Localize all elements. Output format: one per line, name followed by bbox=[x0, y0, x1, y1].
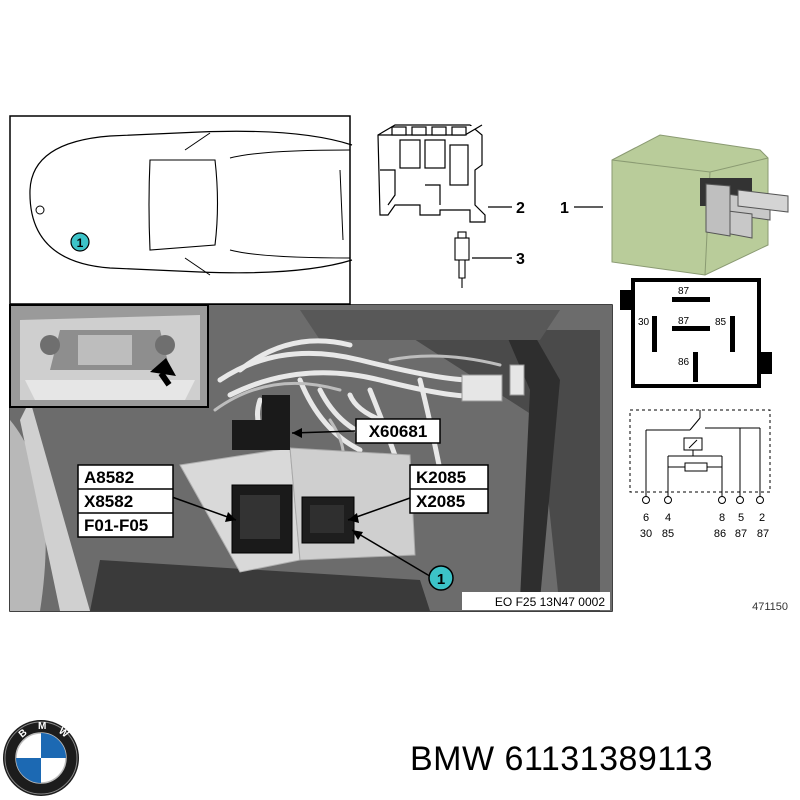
label-x8582: X8582 bbox=[84, 492, 133, 511]
label-x2085: X2085 bbox=[416, 492, 465, 511]
label-a8582-group: A8582 X8582 F01-F05 bbox=[77, 464, 174, 538]
terminal-pin bbox=[454, 231, 470, 288]
schematic-pin-name: 87 bbox=[735, 528, 747, 540]
pin-30: 30 bbox=[638, 317, 650, 328]
pin-87-top: 87 bbox=[678, 286, 690, 297]
footer-part-number-text: 61131389113 bbox=[504, 740, 714, 778]
schematic-labels: 6 4 8 5 2 30 85 86 87 87 bbox=[640, 512, 769, 540]
figure-number: 471150 bbox=[752, 601, 788, 613]
schematic-pin-name: 87 bbox=[757, 528, 769, 540]
label-x60681: X60681 bbox=[355, 418, 441, 444]
footer-brand: BMW bbox=[410, 740, 495, 778]
label-f01-f05: F01-F05 bbox=[84, 516, 148, 535]
schematic-pin-num: 5 bbox=[738, 512, 744, 524]
callout-1-top-text: 1 bbox=[77, 236, 84, 250]
label-k2085-group: K2085 X2085 bbox=[409, 464, 489, 514]
schematic-pin-name: 85 bbox=[662, 528, 674, 540]
part-labels: 2 3 1 bbox=[472, 200, 603, 268]
schematic-pin-num: 6 bbox=[643, 512, 649, 524]
callout-1-top: 1 bbox=[70, 232, 90, 252]
schematic-pin-num: 4 bbox=[665, 512, 671, 524]
car-top-view: 1 bbox=[9, 115, 353, 305]
photo-annotations: X60681 A8582 X8582 F01-F05 K2085 X2085 1… bbox=[77, 418, 610, 610]
circuit-schematic bbox=[629, 409, 771, 504]
footer-part-number: BMW 61131389113 bbox=[410, 740, 790, 788]
bmw-logo: B M W bbox=[3, 720, 79, 796]
callout-1-photo-text: 1 bbox=[437, 571, 445, 588]
part-label-1: 1 bbox=[560, 200, 569, 217]
pin-85: 85 bbox=[715, 317, 727, 328]
reference-label: EO F25 13N47 0002 bbox=[462, 592, 610, 610]
label-k2085: K2085 bbox=[416, 468, 466, 487]
relay-socket bbox=[377, 124, 486, 223]
schematic-pin-name: 86 bbox=[714, 528, 726, 540]
schematic-pin-num: 2 bbox=[759, 512, 765, 524]
schematic-pin-name: 30 bbox=[640, 528, 652, 540]
label-a8582: A8582 bbox=[84, 468, 134, 487]
part-label-2: 2 bbox=[516, 200, 525, 217]
pinout-diagram: 87 30 87 85 86 bbox=[620, 278, 772, 388]
part-label-3: 3 bbox=[516, 251, 525, 268]
svg-text:M: M bbox=[38, 721, 46, 732]
schematic-pin-num: 8 bbox=[719, 512, 725, 524]
pin-86: 86 bbox=[678, 357, 690, 368]
inset-photo bbox=[9, 304, 209, 408]
label-x60681-text: X60681 bbox=[369, 422, 428, 441]
pin-87-mid: 87 bbox=[678, 316, 690, 327]
relay-module bbox=[611, 134, 789, 276]
reference-text: EO F25 13N47 0002 bbox=[495, 595, 605, 609]
callout-1-photo: 1 bbox=[428, 565, 454, 591]
